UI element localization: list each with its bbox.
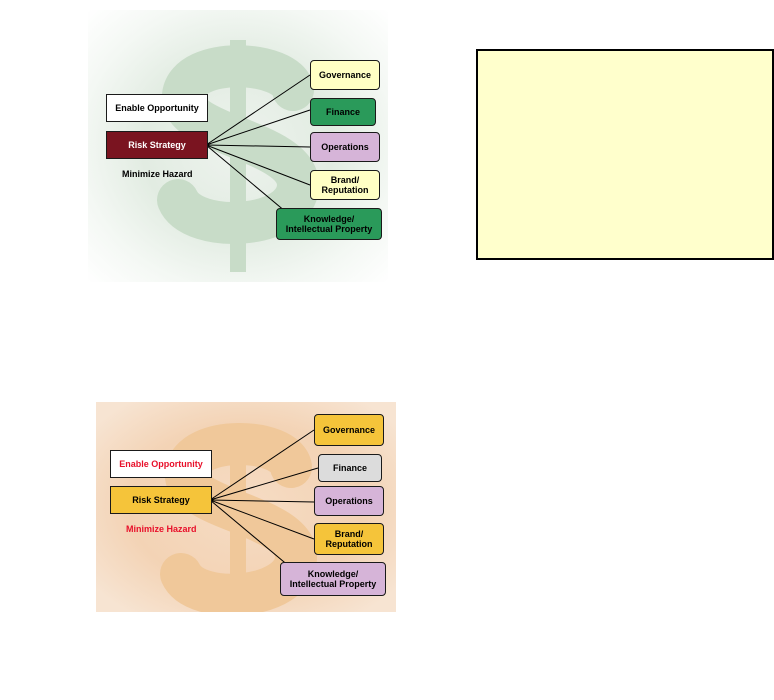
governance-box: Governance xyxy=(314,414,384,446)
knowledge-ip-box: Knowledge/ Intellectual Property xyxy=(280,562,386,596)
note-box xyxy=(476,49,774,260)
dollar-sign-icon xyxy=(157,40,320,272)
risk-strategy-label: Risk Strategy xyxy=(128,140,186,150)
operations-label: Operations xyxy=(325,496,373,506)
risk-strategy-box: Risk Strategy xyxy=(110,486,212,514)
finance-label: Finance xyxy=(332,463,367,473)
enable-opportunity-label: Enable Opportunity xyxy=(115,103,199,113)
governance-box: Governance xyxy=(310,60,380,90)
governance-label: Governance xyxy=(322,425,376,435)
knowledge-ip-label: Knowledge/ Intellectual Property xyxy=(289,569,377,589)
governance-label: Governance xyxy=(318,70,372,80)
minimize-hazard-label: Minimize Hazard xyxy=(122,169,193,179)
knowledge-ip-box: Knowledge/ Intellectual Property xyxy=(276,208,382,240)
operations-label: Operations xyxy=(321,142,369,152)
risk-diagram-orange: Enable Opportunity Risk Strategy Minimiz… xyxy=(96,402,396,612)
enable-opportunity-box: Enable Opportunity xyxy=(110,450,212,478)
brand-reputation-label: Brand/ Reputation xyxy=(325,529,373,549)
enable-opportunity-label: Enable Opportunity xyxy=(119,459,203,469)
brand-reputation-label: Brand/ Reputation xyxy=(321,175,369,195)
finance-box: Finance xyxy=(310,98,376,126)
minimize-hazard-label: Minimize Hazard xyxy=(126,524,197,534)
risk-strategy-box: Risk Strategy xyxy=(106,131,208,159)
operations-box: Operations xyxy=(310,132,380,162)
enable-opportunity-box: Enable Opportunity xyxy=(106,94,208,122)
finance-box: Finance xyxy=(318,454,382,482)
knowledge-ip-label: Knowledge/ Intellectual Property xyxy=(285,214,373,234)
brand-reputation-box: Brand/ Reputation xyxy=(310,170,380,200)
dollar-sign-icon xyxy=(160,423,318,612)
risk-diagram-green: Enable Opportunity Risk Strategy Minimiz… xyxy=(88,10,388,282)
connector-lines xyxy=(209,429,319,573)
brand-reputation-box: Brand/ Reputation xyxy=(314,523,384,555)
operations-box: Operations xyxy=(314,486,384,516)
finance-label: Finance xyxy=(325,107,360,117)
risk-strategy-label: Risk Strategy xyxy=(132,495,190,505)
